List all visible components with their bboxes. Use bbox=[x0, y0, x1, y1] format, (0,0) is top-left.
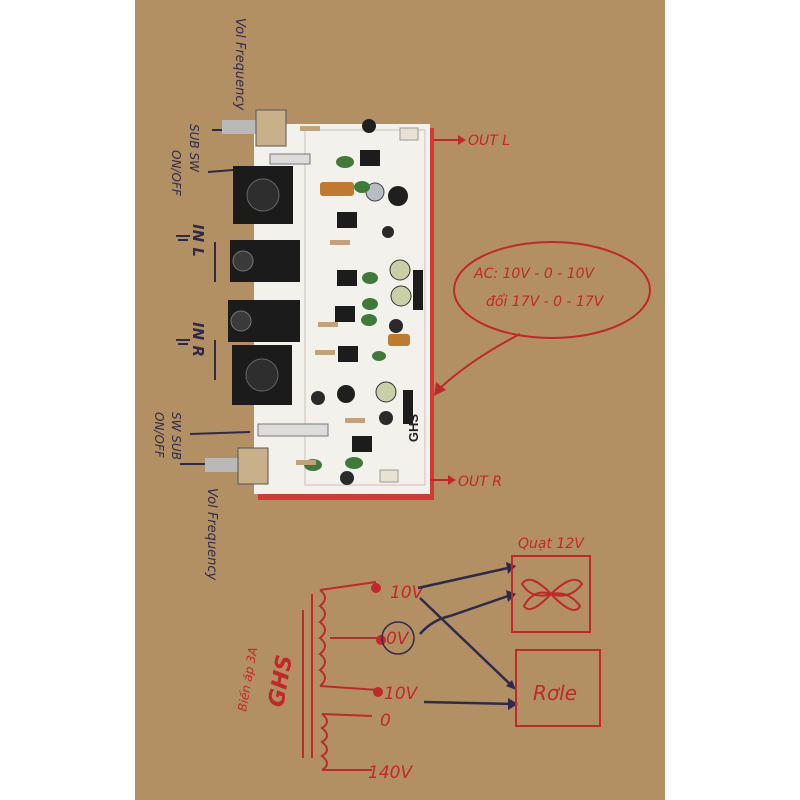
primary-winding bbox=[320, 713, 373, 771]
power-note-pointer bbox=[437, 333, 521, 391]
ceramic-capacitor bbox=[320, 182, 354, 196]
potentiometer bbox=[237, 447, 269, 485]
fan-label: Quạt 12V bbox=[518, 536, 585, 552]
pot-shaft bbox=[205, 458, 241, 472]
wire-to-relay bbox=[423, 700, 513, 706]
tap-highlight-circle bbox=[381, 621, 415, 655]
fan-blade bbox=[549, 592, 582, 611]
jack-hole bbox=[230, 310, 252, 332]
resistor bbox=[300, 126, 320, 131]
right-annotations: OUT L OUT R AC: 10V - 0 - 10V đổi 17V - … bbox=[430, 133, 651, 490]
fan-frame bbox=[511, 555, 591, 633]
film-capacitor bbox=[345, 457, 363, 469]
capacitor bbox=[375, 381, 397, 403]
switch bbox=[269, 153, 311, 165]
fan-blade bbox=[520, 578, 553, 597]
capacitor bbox=[382, 226, 394, 238]
tap-label-1: 10V bbox=[390, 583, 425, 603]
tap-label-3: 10V bbox=[384, 684, 419, 704]
tap-dot bbox=[371, 583, 381, 593]
arrow-head bbox=[448, 475, 456, 485]
resistor bbox=[315, 350, 335, 355]
resistor bbox=[318, 322, 338, 327]
secondary-winding bbox=[318, 581, 379, 691]
wire-to-relay bbox=[419, 597, 513, 687]
ic-chip bbox=[337, 270, 357, 286]
power-note-bubble bbox=[453, 241, 651, 339]
capacitor bbox=[389, 319, 403, 333]
potentiometer bbox=[255, 109, 287, 147]
board-brand: GHS bbox=[406, 414, 421, 443]
tap-dot bbox=[373, 687, 383, 697]
arrow-line bbox=[189, 431, 251, 435]
input-label-l: IN L bbox=[189, 224, 207, 257]
power-note-ac: AC: 10V - 0 - 10V bbox=[473, 266, 596, 282]
input-label-r: IN R bbox=[189, 322, 207, 357]
regulator bbox=[413, 270, 423, 310]
pot-shaft bbox=[222, 120, 260, 134]
wire-to-fan bbox=[417, 566, 509, 590]
capacitor bbox=[362, 119, 376, 133]
power-note-dc: đổi 17V - 0 - 17V bbox=[486, 293, 605, 310]
transformer-diagram: GHS Biến áp 3A 10V 0V 10V 0 140V bbox=[235, 581, 425, 783]
fan-blade bbox=[549, 578, 584, 597]
on-off-label-bottom: ON/OFF bbox=[152, 412, 166, 459]
fan-blade bbox=[522, 591, 553, 610]
tap-dot bbox=[376, 635, 386, 645]
connector bbox=[399, 127, 419, 141]
switch bbox=[257, 423, 329, 437]
capacitor bbox=[379, 411, 393, 425]
relay-box bbox=[515, 649, 601, 727]
capacitor bbox=[388, 186, 408, 206]
arrow-line bbox=[207, 169, 234, 173]
out-l-label: OUT L bbox=[468, 133, 510, 149]
ic-chip bbox=[335, 306, 355, 322]
resistor bbox=[296, 460, 316, 465]
capacitor bbox=[337, 385, 355, 403]
arrow-head bbox=[506, 680, 516, 690]
relay: Rơle bbox=[515, 649, 601, 727]
tap-label-5: 140V bbox=[368, 763, 413, 783]
relay-label: Rơle bbox=[533, 681, 577, 705]
film-capacitor bbox=[354, 181, 370, 193]
capacitor bbox=[311, 391, 325, 405]
pcb-board: GHS bbox=[205, 109, 434, 500]
fan: Quạt 12V bbox=[511, 536, 591, 633]
out-r-label: OUT R bbox=[458, 474, 502, 490]
arrow-head bbox=[508, 698, 518, 710]
resistor bbox=[330, 240, 350, 245]
resistor bbox=[345, 418, 365, 423]
film-capacitor bbox=[372, 351, 386, 361]
sw-sub-label-bottom: SW SUB bbox=[169, 412, 183, 460]
arrow-head bbox=[434, 382, 446, 396]
capacitor bbox=[390, 285, 412, 307]
ic-chip bbox=[360, 150, 380, 166]
din-socket-hole bbox=[245, 358, 279, 392]
wiring-arrows bbox=[417, 562, 518, 710]
ic-chip bbox=[352, 436, 372, 452]
capacitor bbox=[389, 259, 411, 281]
arrow-head bbox=[458, 135, 466, 145]
capacitor bbox=[340, 471, 354, 485]
tap-label-2: 0V bbox=[386, 629, 410, 649]
sub-sw-label-top: SUB SW bbox=[187, 124, 201, 173]
regulator bbox=[403, 390, 413, 424]
vol-label-top: Vol Frequency bbox=[232, 18, 247, 111]
wire-to-fan bbox=[419, 594, 509, 635]
tap-label-4: 0 bbox=[380, 711, 391, 731]
vol-label-bottom: Vol Frequency bbox=[204, 488, 219, 581]
left-annotations: Vol Frequency SUB SW ON/OFF IN L IN R SW… bbox=[152, 18, 251, 581]
film-capacitor bbox=[336, 156, 354, 168]
connector bbox=[379, 469, 399, 483]
jack-hole bbox=[232, 250, 254, 272]
film-capacitor bbox=[362, 298, 378, 310]
film-capacitor bbox=[361, 314, 377, 326]
film-capacitor bbox=[362, 272, 378, 284]
ceramic-capacitor bbox=[388, 334, 410, 346]
ic-chip bbox=[337, 212, 357, 228]
din-socket-hole bbox=[246, 178, 280, 212]
on-off-label-top: ON/OFF bbox=[169, 150, 183, 197]
ic-chip bbox=[338, 346, 358, 362]
